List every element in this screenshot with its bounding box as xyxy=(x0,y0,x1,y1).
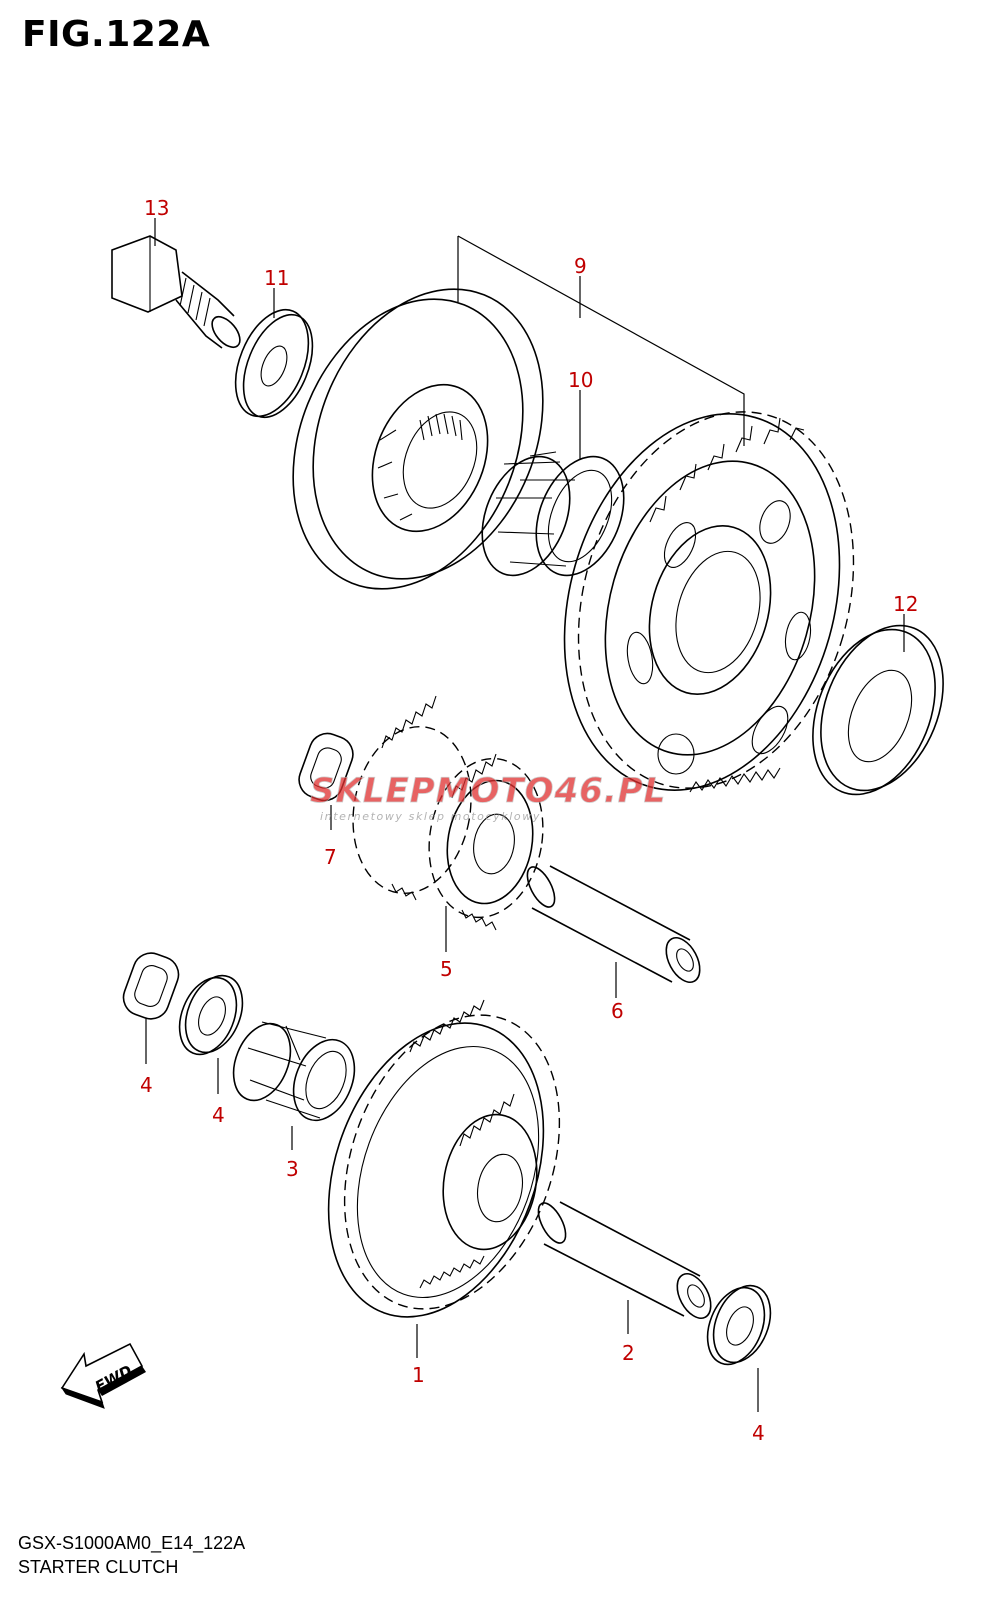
part-2-shaft xyxy=(537,1201,712,1319)
watermark: SKLEPMOTO46.PL internetowy sklep motocyk… xyxy=(310,771,666,823)
model-code: GSX-S1000AM0_E14_122A xyxy=(18,1533,246,1553)
part-10-needle-bearing xyxy=(481,451,625,577)
callout-9: 9 xyxy=(574,254,587,278)
callout-2: 2 xyxy=(622,1341,635,1365)
part-4-washer-upper xyxy=(178,974,244,1056)
watermark-tagline: internetowy sklep motocyklowy xyxy=(320,810,541,823)
part-5-washer xyxy=(122,952,180,1020)
callout-10: 10 xyxy=(568,368,593,392)
figure-title: FIG.122A xyxy=(22,14,211,55)
part-4-washer-lower xyxy=(706,1284,772,1366)
part-1-starter-gear xyxy=(327,999,561,1318)
part-8-washer xyxy=(298,732,354,802)
callout-6: 5 xyxy=(440,957,453,981)
callout-labels: 13 11 9 10 12 7 5 6 4 4 3 1 2 4 xyxy=(140,196,918,1445)
callout-12: 12 xyxy=(893,592,918,616)
callout-4-lower: 4 xyxy=(752,1421,765,1445)
part-7-shaft xyxy=(526,865,701,983)
callout-5: 4 xyxy=(140,1073,153,1097)
part-6-idle-gear xyxy=(352,695,544,931)
figure-caption: STARTER CLUTCH xyxy=(18,1557,179,1577)
leader-lines xyxy=(145,218,905,1412)
part-13-bolt xyxy=(111,235,241,349)
part-11-washer xyxy=(234,308,314,419)
watermark-brand: SKLEPMOTO46.PL xyxy=(310,771,666,811)
callout-13: 13 xyxy=(144,196,169,220)
part-9-clutch-housing xyxy=(292,288,544,590)
callout-7: 6 xyxy=(611,999,624,1023)
callout-4-upper: 4 xyxy=(212,1103,225,1127)
part-3-needle-bearing xyxy=(232,1021,356,1122)
callout-1: 1 xyxy=(412,1363,425,1387)
fwd-arrow: FWD xyxy=(60,1342,146,1409)
part-12-washer xyxy=(812,624,944,796)
callout-11: 11 xyxy=(264,266,289,290)
part-9-driven-gear xyxy=(563,411,855,793)
callout-8: 7 xyxy=(324,845,337,869)
callout-3: 3 xyxy=(286,1157,299,1181)
